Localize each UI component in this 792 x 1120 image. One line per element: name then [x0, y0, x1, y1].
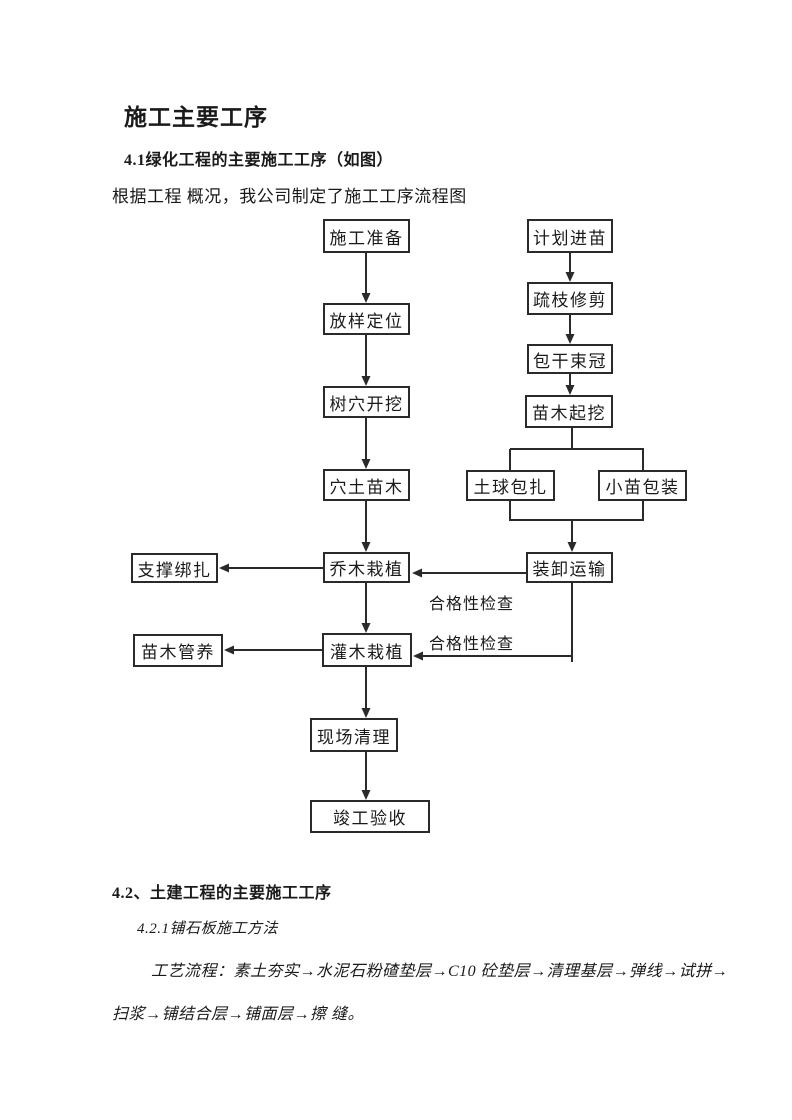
- flowchart-node-shrub-plant: 灌木栽植: [322, 633, 412, 667]
- page-title: 施工主要工序: [124, 105, 268, 130]
- flowchart-node-lift-seedling: 苗木起挖: [525, 395, 613, 428]
- process-flow-line-2: 扫浆→铺结合层→铺面层→擦 缝。: [112, 1006, 365, 1023]
- section-4-2-heading: 4.2、土建工程的主要施工工序: [112, 885, 332, 902]
- flowchart-node-load-transport: 装卸运输: [526, 552, 613, 583]
- intro-paragraph: 根据工程 概况，我公司制定了施工工序流程图: [112, 187, 467, 206]
- section-4-2-1-heading: 4.2.1铺石板施工方法: [137, 921, 279, 937]
- flowchart-node-maintain: 苗木管养: [133, 634, 223, 667]
- flowchart-node-site-clean: 现场清理: [310, 718, 398, 752]
- process-flow-line-1: 工艺流程：素土夯实→水泥石粉碴垫层→C10 砼垫层→清理基层→弹线→试拼→: [151, 963, 729, 980]
- flowchart-node-prepare: 施工准备: [323, 219, 410, 253]
- inspection-label-1: 合格性检查: [429, 596, 515, 613]
- flowchart-node-layout: 放样定位: [323, 303, 410, 335]
- flowchart-node-support-tie: 支撑绑扎: [131, 553, 218, 583]
- flowchart-node-ball-wrap: 土球包扎: [466, 470, 555, 501]
- flowchart-node-prune: 疏枝修剪: [527, 282, 613, 315]
- flowchart-node-tree-plant: 乔木栽植: [323, 552, 410, 583]
- flowchart-node-wrap-trunk: 包干束冠: [527, 344, 613, 374]
- section-4-1-heading: 4.1绿化工程的主要施工工序（如图）: [124, 152, 394, 169]
- inspection-label-2: 合格性检查: [429, 636, 515, 653]
- flowchart-node-small-pack: 小苗包装: [598, 470, 687, 501]
- flowchart-node-dig-pit: 树穴开挖: [323, 386, 410, 418]
- flowchart-node-pit-soil: 穴土苗木: [323, 469, 410, 501]
- flowchart-node-completion: 竣工验收: [310, 800, 430, 833]
- flowchart-node-plan-seedling: 计划进苗: [527, 219, 613, 253]
